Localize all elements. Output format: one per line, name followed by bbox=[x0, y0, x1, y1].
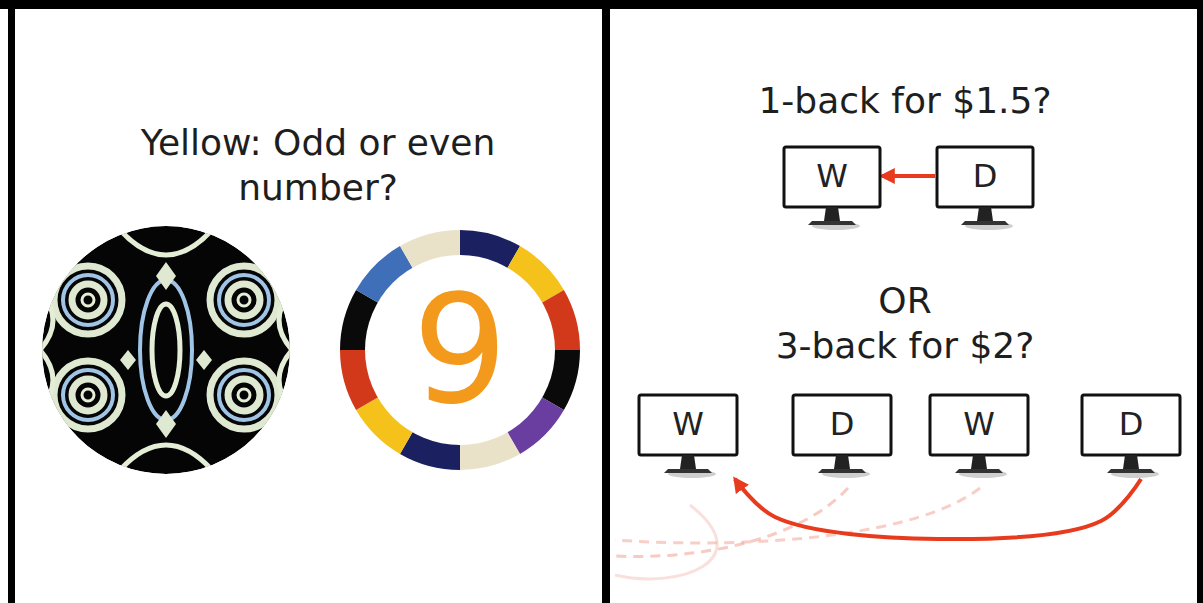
screen-letter: W bbox=[928, 393, 1030, 455]
pattern-stimulus bbox=[40, 226, 292, 474]
screen-letter: W bbox=[637, 393, 739, 455]
number-stimulus: 9 bbox=[340, 230, 580, 470]
choice-offer: 1-back for $1.5? bbox=[640, 78, 1170, 123]
monitor-screen: D bbox=[791, 393, 893, 485]
screen-letter: D bbox=[935, 145, 1035, 207]
n-back-arrow bbox=[882, 174, 935, 178]
choice-offer: 3-back for $2? bbox=[640, 323, 1170, 368]
screen-letter: D bbox=[791, 393, 893, 455]
n-back-arrow bbox=[735, 479, 1141, 539]
digit: 9 bbox=[340, 230, 580, 470]
monitor-screen: D bbox=[935, 145, 1035, 237]
screen-letter: W bbox=[782, 145, 882, 207]
monitor-screen: W bbox=[928, 393, 1030, 485]
screen-letter: D bbox=[1080, 393, 1182, 455]
faded-history-lines bbox=[615, 488, 980, 579]
monitor-screen: D bbox=[1080, 393, 1182, 485]
choice-separator: OR bbox=[640, 278, 1170, 323]
monitor-screen: W bbox=[637, 393, 739, 485]
task-prompt: Yellow: Odd or even number? bbox=[88, 120, 548, 210]
monitor-screen: W bbox=[782, 145, 882, 237]
